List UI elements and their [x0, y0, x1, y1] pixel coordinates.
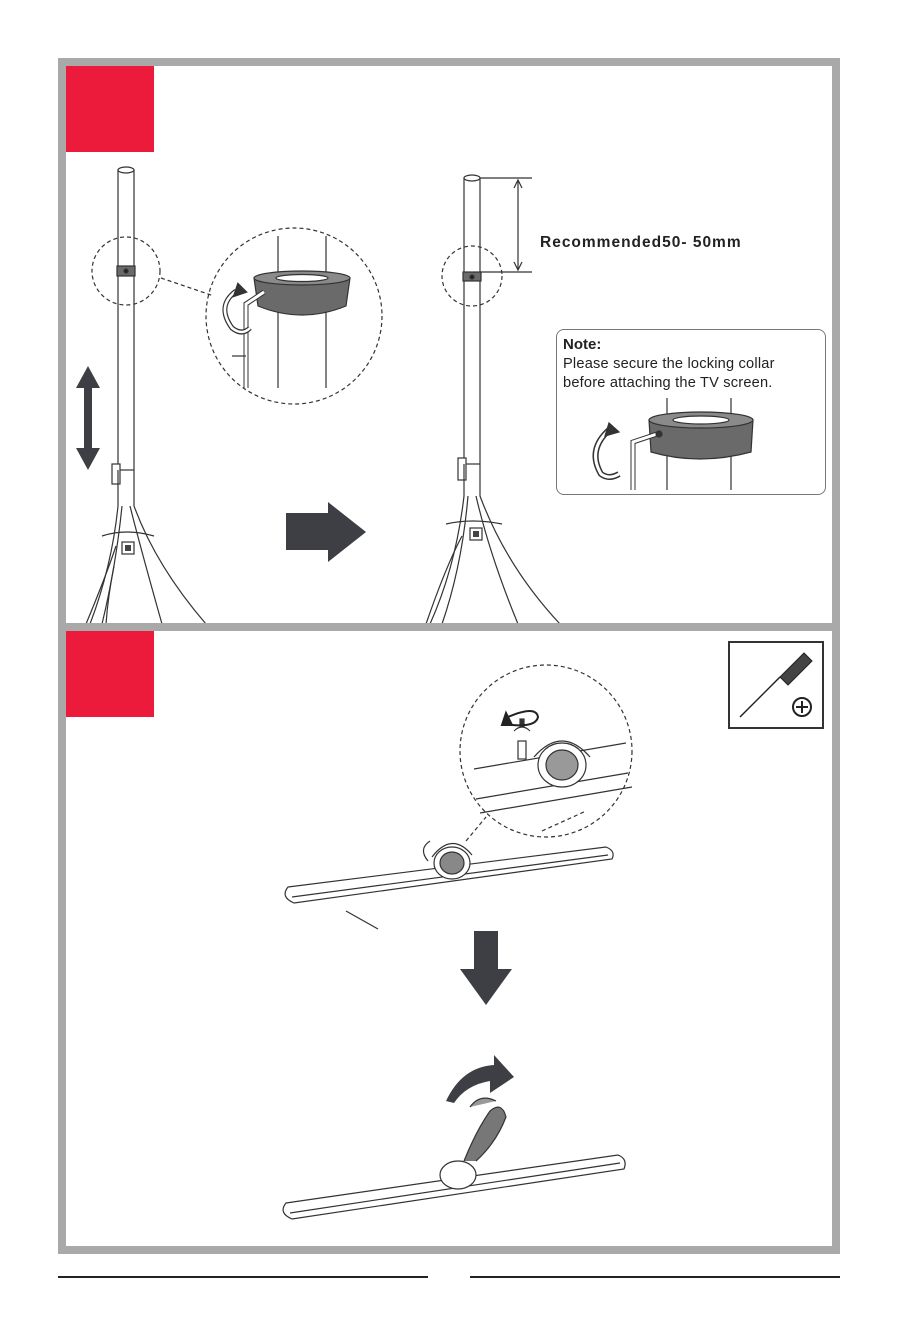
- step-2-illustration: [66, 631, 832, 1246]
- base-bar-top: [285, 841, 613, 929]
- collar-zoom-callout: [206, 228, 382, 404]
- down-arrow-icon: [460, 931, 512, 1005]
- tv-stand-pole-left: [86, 167, 206, 624]
- step-2-panel: [58, 623, 840, 1254]
- rotate-arrow-icon: [596, 423, 619, 477]
- collar-zoom-detail: [232, 236, 350, 388]
- note-box: Note: Please secure the locking collar b…: [556, 329, 826, 495]
- footer-rule-left: [58, 1276, 428, 1278]
- note-collar-illustration: [557, 330, 827, 496]
- dimension-marker: [480, 178, 532, 272]
- up-down-arrow-icon: [76, 366, 100, 470]
- right-arrow-icon: [286, 502, 366, 562]
- recommended-height-text: Recommended50- 50mm: [540, 234, 742, 252]
- base-bar-bottom: [283, 1098, 625, 1219]
- footer-rule-right: [470, 1276, 840, 1278]
- curved-arrow-icon: [446, 1055, 514, 1103]
- clamp-zoom-detail: [474, 719, 632, 813]
- step-1-panel: Recommended50- 50mm Note: Please secure …: [58, 58, 840, 632]
